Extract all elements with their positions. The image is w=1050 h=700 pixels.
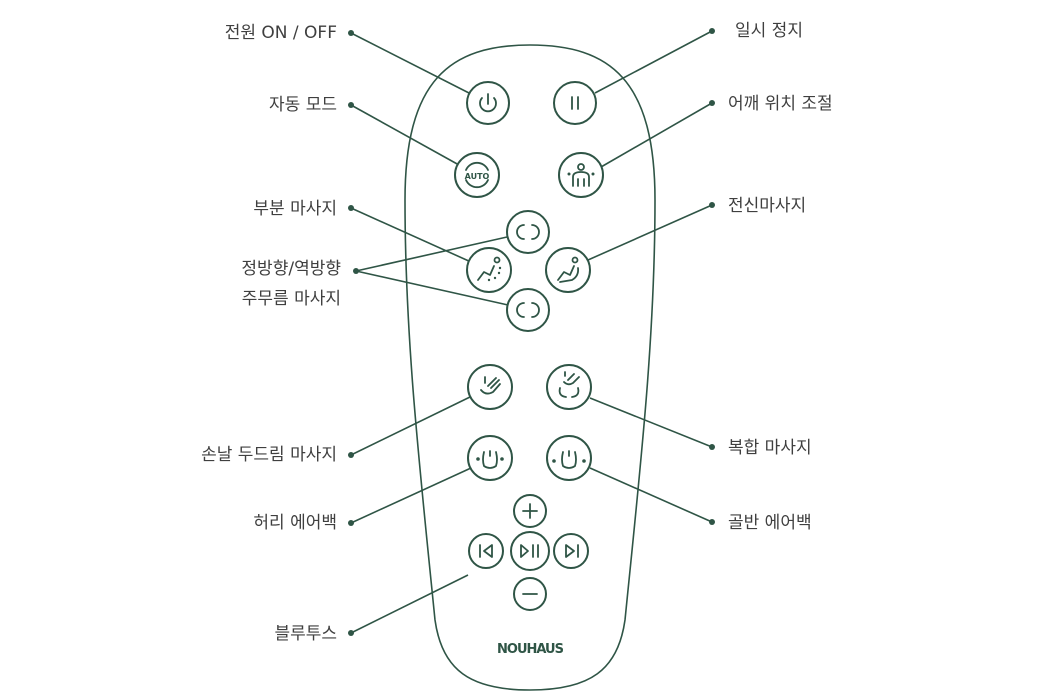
- hand-icon: [480, 376, 501, 395]
- auto-cycle-icon: AUTO: [465, 161, 490, 189]
- label-partial: 부분 마사지: [253, 199, 337, 219]
- combo-massage-button[interactable]: [546, 364, 592, 410]
- partial-massage-button[interactable]: [466, 247, 512, 293]
- power-icon: [479, 93, 497, 113]
- leader-lines: [348, 28, 715, 636]
- waist-airbag-button[interactable]: [467, 435, 513, 481]
- label-hand: 손날 두드림 마사지: [201, 445, 337, 465]
- previous-track-button[interactable]: [468, 533, 504, 569]
- next-track-button[interactable]: [553, 533, 589, 569]
- remote-outline: [404, 44, 656, 691]
- massage-chair-icon: [557, 256, 580, 283]
- pause-icon: [571, 96, 579, 110]
- rotate-arrows-icon: [516, 224, 540, 240]
- rotate-arrows-icon: [516, 302, 540, 318]
- kneading-forward-button[interactable]: [506, 210, 550, 254]
- pelvis-airbag-button[interactable]: [546, 435, 592, 481]
- label-full: 전신마사지: [728, 196, 806, 216]
- label-combo: 복합 마사지: [728, 438, 812, 458]
- svg-text:AUTO: AUTO: [465, 172, 490, 181]
- label-waist: 허리 에어백: [253, 513, 337, 533]
- waist-icon: [476, 450, 504, 469]
- label-bluetooth: 블루투스: [274, 624, 337, 644]
- power-button[interactable]: [466, 81, 510, 125]
- hand-back-icon: [558, 371, 580, 398]
- kneading-reverse-button[interactable]: [506, 288, 550, 332]
- label-kneading-1: 정방향/역방향: [241, 259, 341, 279]
- hand-tapping-button[interactable]: [467, 364, 513, 410]
- brand-logo: NOUHAUS: [497, 642, 564, 657]
- pause-button[interactable]: [553, 81, 597, 125]
- next-icon: [565, 544, 579, 558]
- pelvis-icon: [552, 450, 586, 469]
- label-pelvis: 골반 에어백: [728, 513, 812, 533]
- massage-chair-dots-icon: [477, 256, 502, 282]
- play-pause-icon: [520, 544, 539, 558]
- label-kneading-2: 주무름 마사지: [242, 289, 341, 309]
- full-body-massage-button[interactable]: [545, 247, 591, 293]
- plus-icon: [522, 503, 538, 519]
- shoulder-position-button[interactable]: [558, 152, 604, 198]
- person-shoulder-icon: [567, 163, 595, 187]
- label-auto: 자동 모드: [269, 95, 337, 115]
- auto-mode-button[interactable]: AUTO: [454, 152, 500, 198]
- label-shoulder: 어깨 위치 조절: [728, 94, 833, 114]
- label-power: 전원 ON / OFF: [225, 23, 337, 43]
- volume-up-button[interactable]: [513, 494, 547, 528]
- label-pause: 일시 정지: [735, 21, 803, 41]
- volume-down-button[interactable]: [513, 577, 547, 611]
- play-pause-button[interactable]: [510, 531, 550, 571]
- previous-icon: [479, 544, 493, 558]
